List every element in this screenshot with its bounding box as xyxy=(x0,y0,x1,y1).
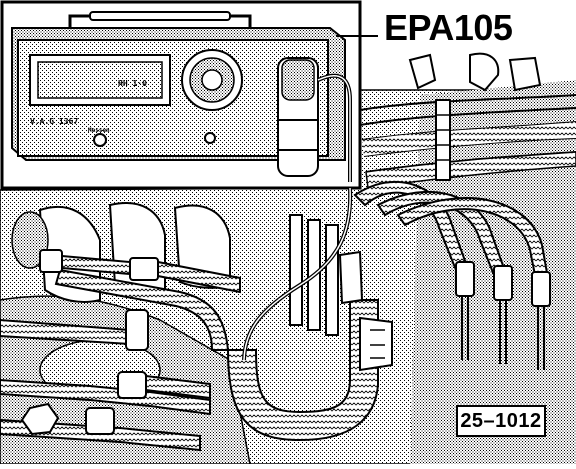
callout-label: EPA105 xyxy=(382,7,515,48)
figure-number: 25–1012 xyxy=(456,405,546,437)
hose-loop xyxy=(0,214,393,452)
device-model-label: V.A.G 1367 xyxy=(30,117,78,126)
knob-label: Messen xyxy=(88,127,110,134)
display-readout: HH 1·0 xyxy=(118,79,147,88)
socket-icon xyxy=(204,132,216,144)
probe-cable xyxy=(242,187,353,361)
knob-icon xyxy=(93,133,107,147)
injector-lines xyxy=(353,180,552,370)
measuring-device: HH 1·0 V.A.G 1367 Messen xyxy=(0,0,362,190)
